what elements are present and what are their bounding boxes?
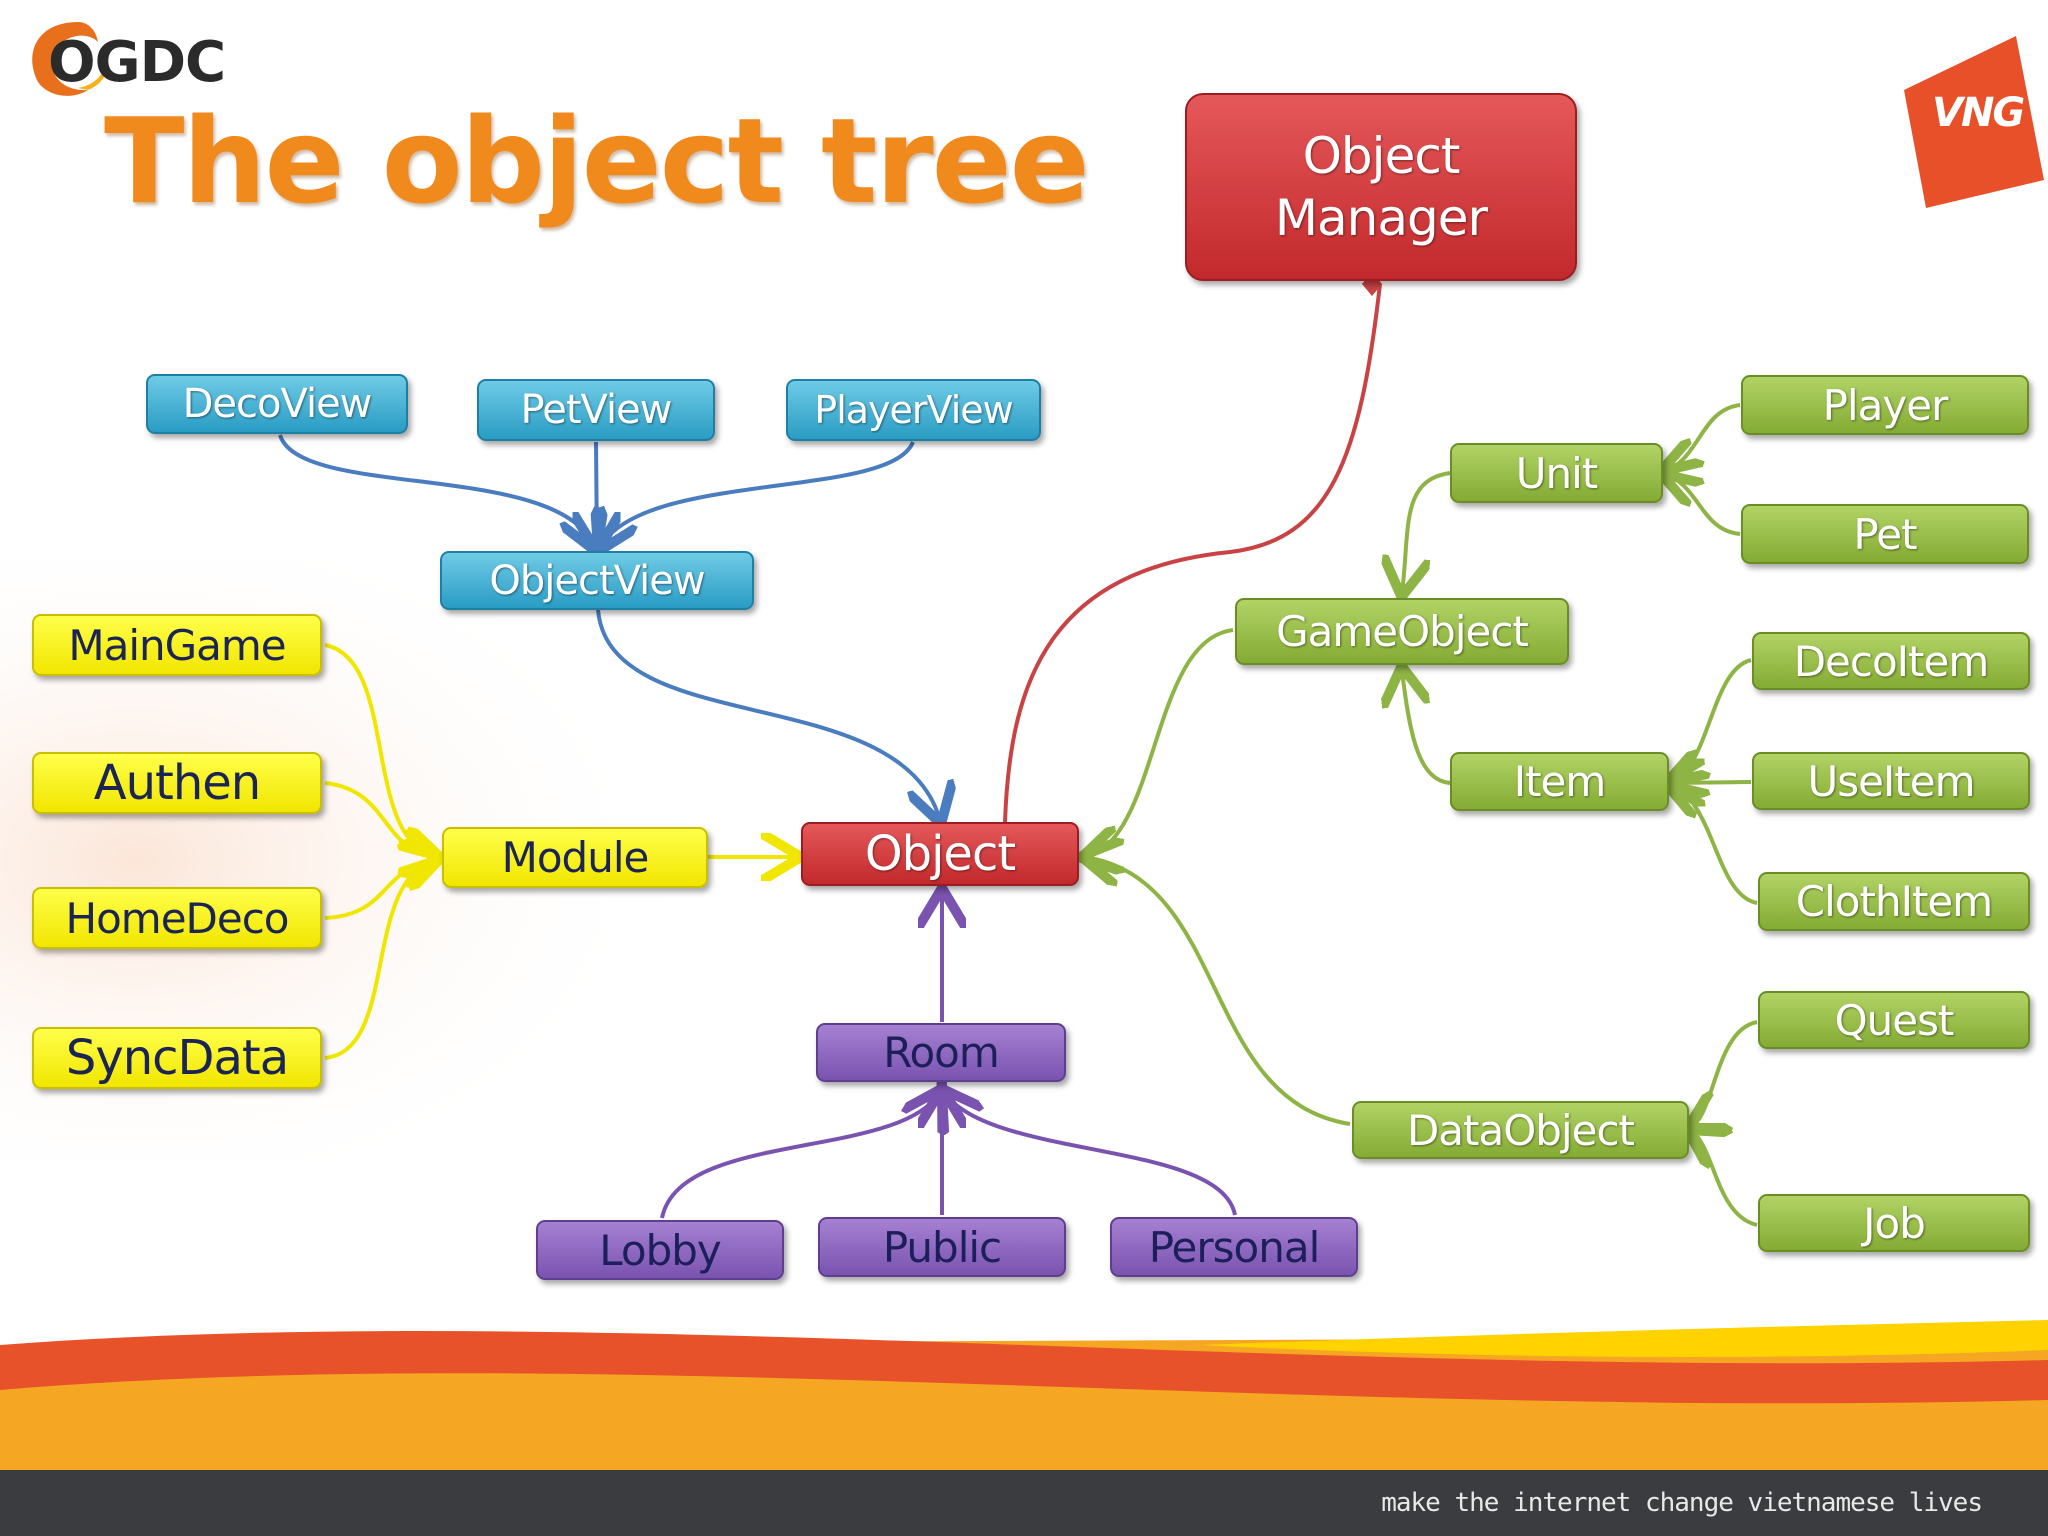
node-authen[interactable]: Authen (32, 752, 322, 814)
node-pet-view[interactable]: PetView (477, 379, 715, 441)
node-deco-view[interactable]: DecoView (146, 374, 408, 434)
ogdc-logo: OGDC (18, 12, 258, 102)
node-object-manager[interactable]: Object Manager (1185, 93, 1577, 281)
node-unit[interactable]: Unit (1450, 443, 1663, 503)
node-pet[interactable]: Pet (1741, 504, 2029, 564)
footer-bar (0, 1470, 2048, 1536)
node-item[interactable]: Item (1450, 752, 1669, 811)
footer-red-band (0, 1331, 2048, 1404)
slide-title: The object tree (104, 92, 1090, 230)
ogdc-logo-text: OGDC (48, 30, 226, 95)
node-cloth-item[interactable]: ClothItem (1758, 872, 2030, 931)
node-module[interactable]: Module (442, 827, 708, 888)
node-game-object[interactable]: GameObject (1235, 598, 1569, 665)
vng-logo-text: VNG (1932, 90, 2025, 136)
node-main-game[interactable]: MainGame (32, 614, 322, 676)
node-object-manager-line1: Object (1302, 127, 1461, 185)
footer-yellow-band (1200, 1320, 2048, 1357)
node-personal[interactable]: Personal (1110, 1217, 1358, 1277)
footer-tagline: make the internet change vietnamese live… (1381, 1488, 1983, 1518)
node-quest[interactable]: Quest (1758, 991, 2030, 1049)
node-player-view[interactable]: PlayerView (786, 379, 1041, 441)
node-object[interactable]: Object (801, 822, 1079, 886)
node-object-manager-line2: Manager (1274, 189, 1488, 247)
vng-logo: VNG (1896, 30, 2046, 210)
node-public[interactable]: Public (818, 1217, 1066, 1277)
node-data-object[interactable]: DataObject (1352, 1101, 1689, 1159)
node-sync-data[interactable]: SyncData (32, 1027, 322, 1089)
ogdc-swirl-icon (32, 22, 108, 96)
node-home-deco[interactable]: HomeDeco (32, 887, 322, 949)
node-player[interactable]: Player (1741, 375, 2029, 435)
node-lobby[interactable]: Lobby (536, 1220, 784, 1280)
node-object-view[interactable]: ObjectView (440, 551, 754, 610)
node-deco-item[interactable]: DecoItem (1752, 632, 2030, 690)
vng-logo-shape-icon (1904, 36, 2044, 208)
node-room[interactable]: Room (816, 1023, 1066, 1082)
node-job[interactable]: Job (1758, 1194, 2030, 1252)
node-use-item[interactable]: UseItem (1752, 752, 2030, 810)
